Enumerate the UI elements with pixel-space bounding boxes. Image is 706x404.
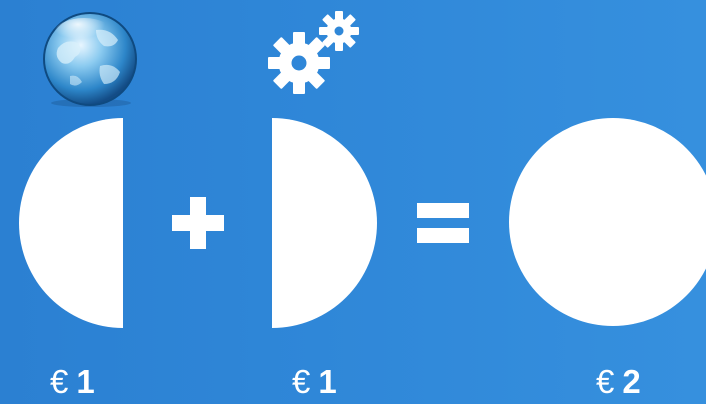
right-half-circle: [272, 118, 377, 328]
plus-sign: [172, 197, 224, 249]
price-label-second: €1: [292, 362, 337, 402]
equals-sign: [417, 203, 469, 243]
globe-icon: [43, 12, 137, 107]
gears-icon: [268, 11, 359, 94]
price-amount: 1: [318, 363, 337, 400]
small-gear-icon: [319, 11, 359, 51]
large-gear-icon: [268, 32, 330, 94]
price-amount: 1: [76, 363, 95, 400]
full-circle: [509, 118, 706, 326]
currency-symbol: €: [50, 363, 69, 400]
price-label-first: €1: [50, 362, 95, 402]
price-label-total: €2: [596, 362, 641, 402]
price-amount: 2: [622, 363, 641, 400]
currency-symbol: €: [292, 363, 311, 400]
currency-symbol: €: [596, 363, 615, 400]
left-half-circle: [19, 118, 123, 328]
